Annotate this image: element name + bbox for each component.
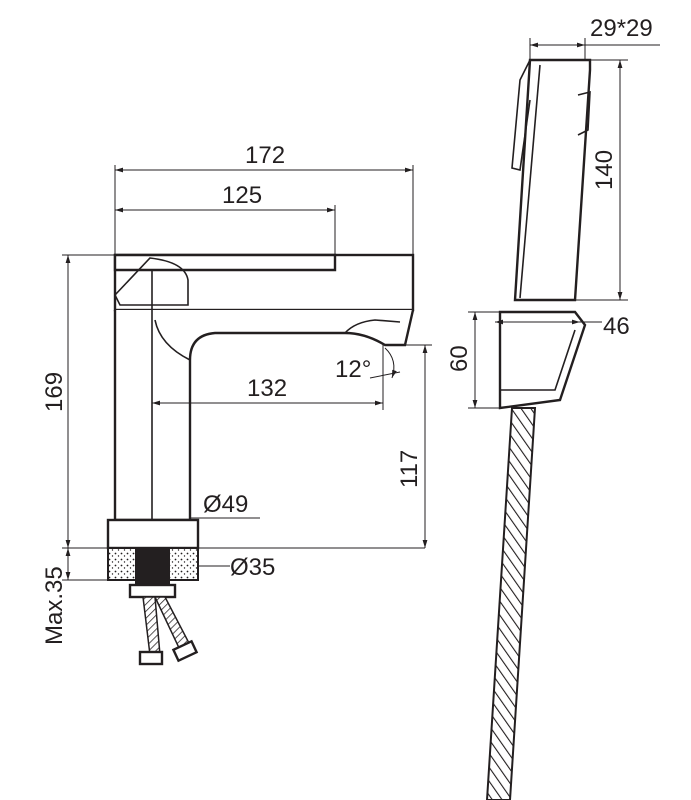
dim-60: 60 (446, 345, 473, 372)
dim-diameter-35: Ø35 (230, 554, 275, 581)
dim-140: 140 (591, 150, 618, 190)
hand-shower-drawing (485, 58, 592, 800)
dim-169: 169 (41, 372, 68, 412)
dim-172: 172 (245, 142, 285, 169)
faucet-drawing (106, 253, 415, 666)
dim-125: 125 (222, 182, 262, 209)
dim-max-35: Max.35 (41, 566, 68, 645)
dim-29x29: 29*29 (590, 15, 653, 42)
dim-132: 132 (247, 375, 287, 402)
dim-117: 117 (396, 450, 423, 488)
dim-spout-angle: 12° (335, 356, 371, 383)
hand-shower-dimensions: 29*29 140 60 46 (446, 15, 660, 409)
dim-diameter-49: Ø49 (203, 491, 248, 518)
faucet-dimensions: 172 125 169 Max.35 132 117 12° Ø49 Ø35 (41, 142, 432, 645)
dim-46: 46 (603, 313, 630, 340)
